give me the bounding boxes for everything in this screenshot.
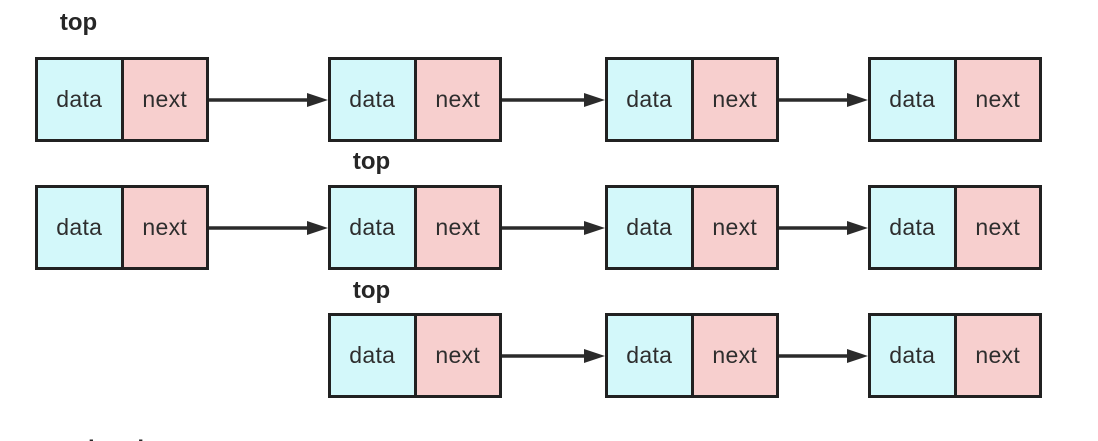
next-cell: next: [123, 188, 206, 267]
next-pointer-arrow: [779, 348, 868, 363]
next-cell: next: [693, 316, 776, 395]
next-pointer-arrow: [779, 92, 868, 107]
data-cell: data: [871, 188, 957, 267]
next-cell: next: [693, 60, 776, 139]
next-pointer-arrow: [502, 348, 605, 363]
next-pointer-arrow: [502, 92, 605, 107]
next-cell: next: [956, 60, 1039, 139]
next-pointer-arrow: [209, 92, 328, 107]
next-cell: next: [416, 60, 499, 139]
next-cell: next: [416, 188, 499, 267]
top-pointer-label: top: [59, 9, 98, 36]
data-cell: data: [38, 60, 124, 139]
data-cell: data: [331, 60, 417, 139]
data-cell: data: [871, 316, 957, 395]
data-cell: data: [331, 316, 417, 395]
next-pointer-arrow: [502, 220, 605, 235]
next-cell: next: [693, 188, 776, 267]
next-cell: next: [956, 188, 1039, 267]
data-cell: data: [608, 316, 694, 395]
next-pointer-arrow: [209, 220, 328, 235]
data-cell: data: [331, 188, 417, 267]
next-pointer-arrow: [779, 220, 868, 235]
data-cell: data: [871, 60, 957, 139]
clipped-head-label: head: [88, 437, 144, 441]
data-cell: data: [38, 188, 124, 267]
data-cell: data: [608, 188, 694, 267]
top-pointer-label: top: [352, 148, 391, 175]
data-cell: data: [608, 60, 694, 139]
next-cell: next: [416, 316, 499, 395]
top-pointer-label: top: [352, 277, 391, 304]
next-cell: next: [956, 316, 1039, 395]
next-cell: next: [123, 60, 206, 139]
